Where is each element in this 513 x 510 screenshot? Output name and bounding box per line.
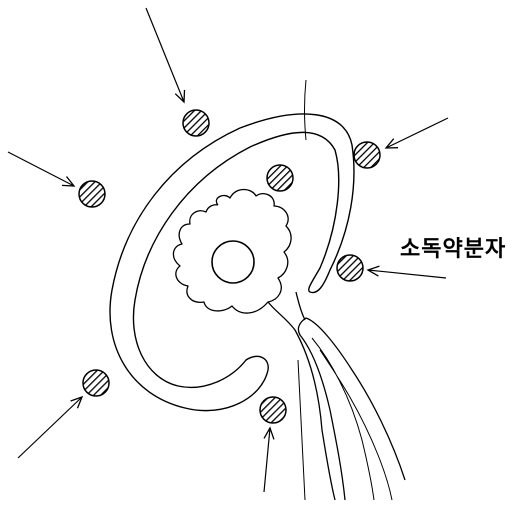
molecule-2	[79, 181, 105, 207]
disinfectant-molecule-label: 소독약분자	[400, 231, 506, 263]
molecule-3	[267, 165, 293, 191]
molecule-6	[83, 370, 109, 396]
arrow-1	[146, 8, 184, 102]
arrow-3	[386, 118, 448, 148]
arrow-5	[18, 397, 82, 458]
molecule-4	[354, 142, 380, 168]
central-body	[212, 241, 254, 283]
arrow-2	[8, 152, 74, 186]
molecule-7	[260, 397, 286, 423]
tail-strands	[298, 338, 392, 500]
molecule-1	[183, 110, 209, 136]
arrow-4	[368, 270, 446, 278]
nucleus-region	[173, 190, 405, 501]
top-mark	[305, 80, 307, 140]
arrow-6	[264, 428, 270, 492]
molecule-5	[337, 255, 363, 281]
